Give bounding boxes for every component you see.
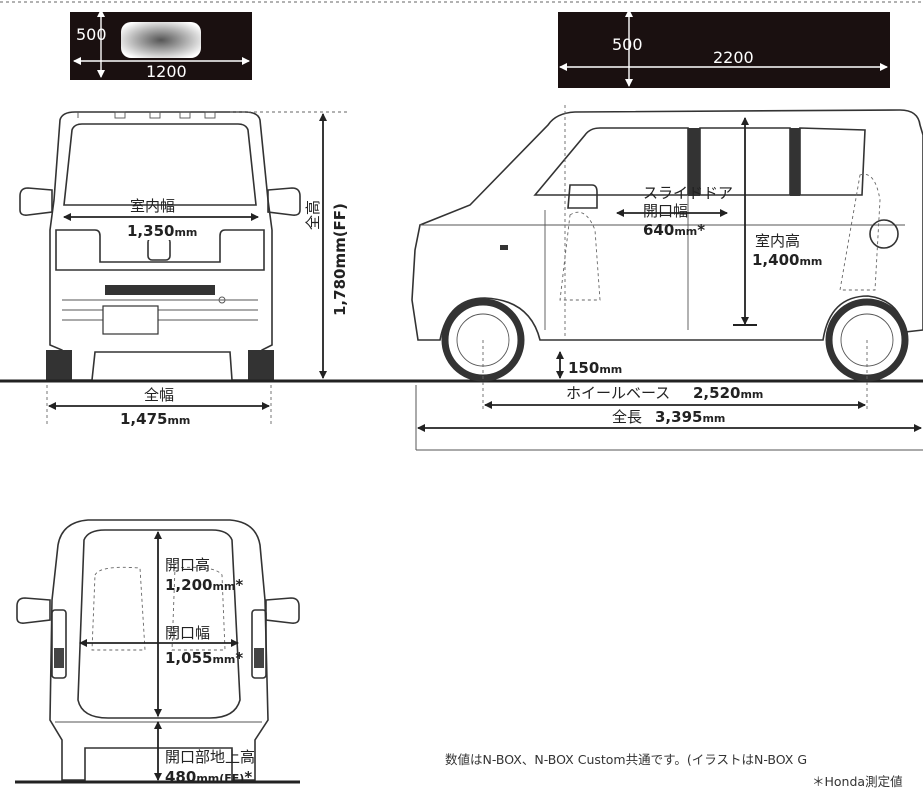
side-view-car	[411, 109, 923, 382]
opening-height-label: 開口高	[165, 556, 210, 574]
interior-height-label: 室内高	[755, 232, 800, 250]
note-line-1: 数値はN-BOX、N-BOX Custom共通です。(イラストはN-BOX G	[445, 752, 807, 767]
opening-height-value: 1,200mm*	[165, 576, 243, 594]
sill-height-value: 480mm(FF)*	[165, 768, 252, 786]
luggage-front-height-label: 500	[76, 25, 107, 44]
overall-width-label: 全幅	[144, 386, 174, 404]
interior-height-value: 1,400mm	[752, 251, 822, 269]
opening-width-value: 1,055mm*	[165, 649, 243, 667]
ground-clearance-value: 150mm	[568, 359, 622, 377]
luggage-front-shape	[121, 22, 201, 58]
slide-door-label-1: スライドドア	[643, 184, 733, 202]
opening-width-label: 開口幅	[165, 624, 210, 642]
overall-length-label: 全長	[612, 408, 642, 426]
luggage-side-box: 500 2200	[558, 9, 890, 88]
overall-height-value: 1,780mm(FF)	[331, 203, 349, 316]
overall-length-value: 3,395mm	[655, 408, 725, 426]
luggage-side-width-label: 2200	[713, 48, 754, 67]
slide-door-value: 640mm*	[643, 221, 705, 239]
overall-height-label: 全高	[304, 200, 322, 230]
front-view-car	[19, 111, 301, 381]
luggage-front-box: 500 1200	[70, 9, 252, 81]
luggage-side-height-label: 500	[612, 35, 643, 54]
wheelbase-label: ホイールベース	[566, 384, 670, 402]
interior-width-label: 室内幅	[130, 197, 175, 215]
sill-height-label: 開口部地上高	[165, 748, 255, 766]
luggage-front-width-label: 1200	[146, 62, 187, 81]
slide-door-label-2: 開口幅	[643, 202, 688, 220]
wheelbase-value: 2,520mm	[693, 384, 763, 402]
overall-width-value: 1,475mm	[120, 410, 190, 428]
note-line-2: ＊Honda測定値	[812, 774, 903, 789]
interior-width-value: 1,350mm	[127, 222, 197, 240]
